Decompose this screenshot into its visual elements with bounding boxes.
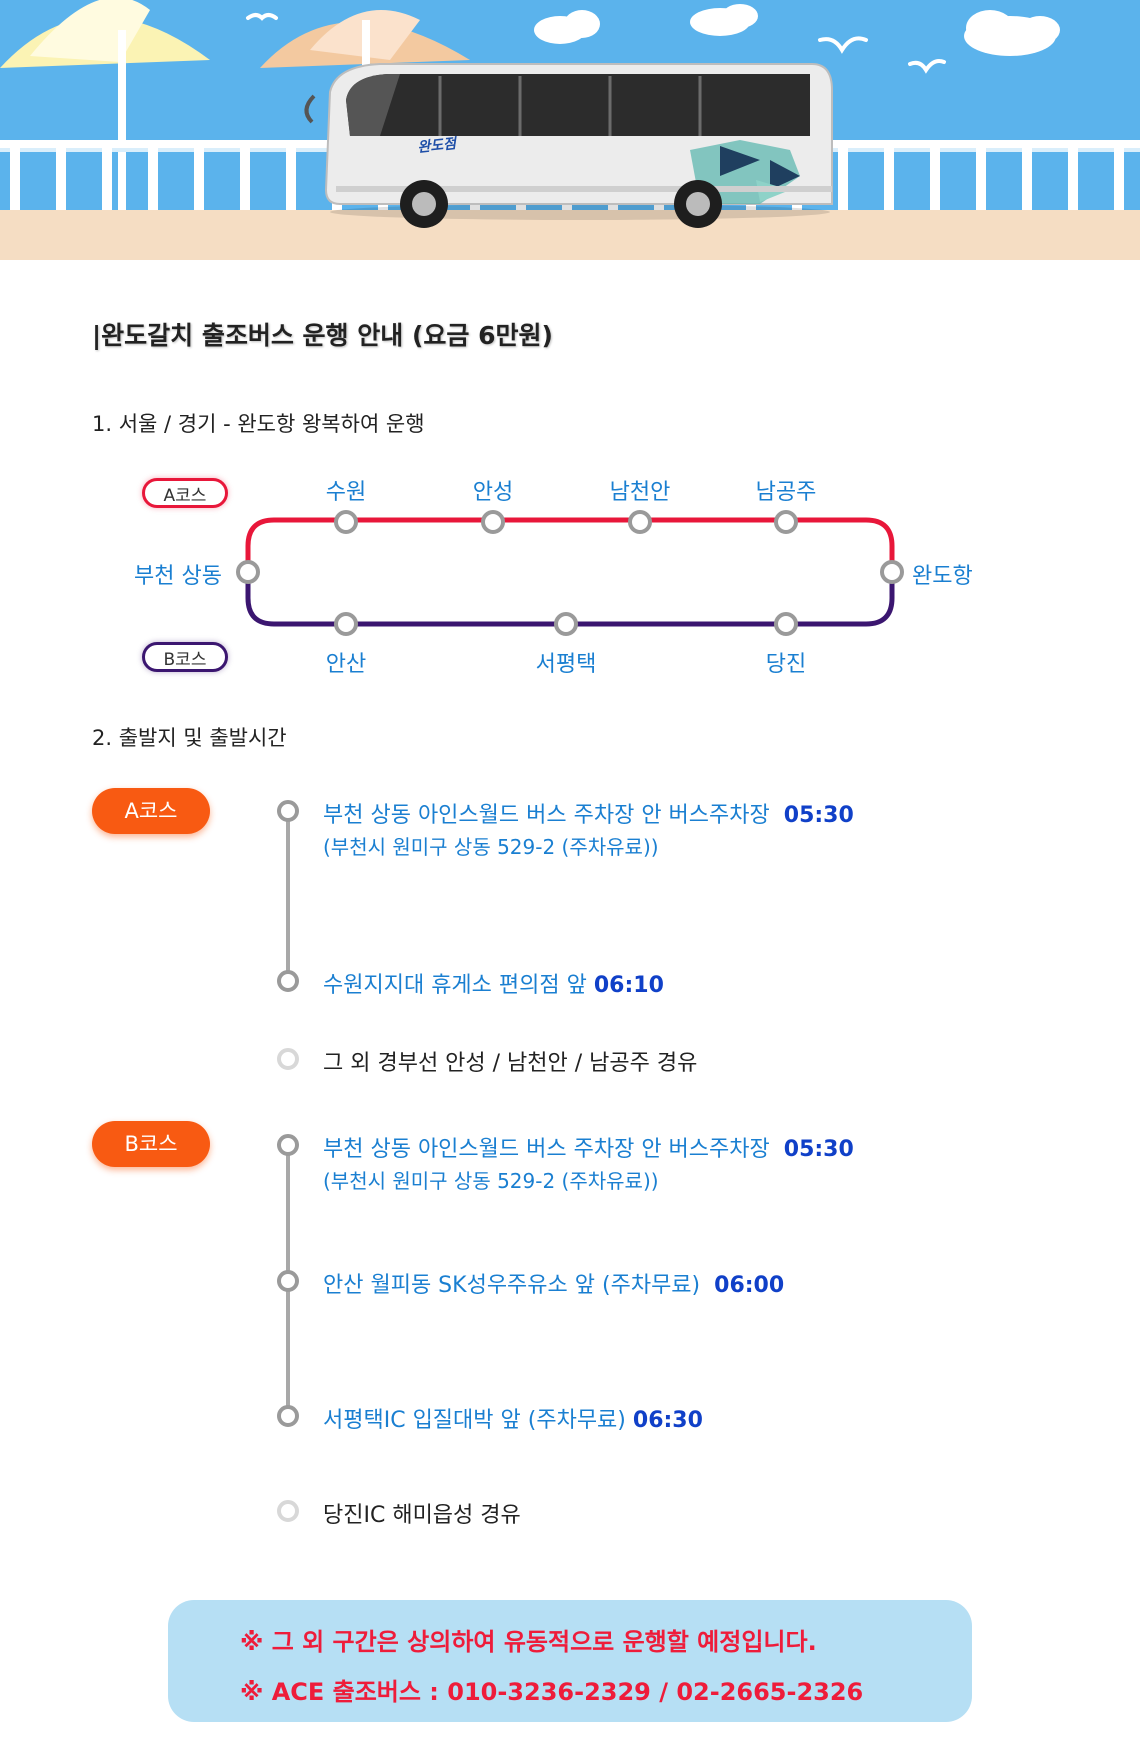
- route-node: [628, 510, 652, 534]
- route-stop-a: 수원: [325, 480, 367, 505]
- route-line-a: [245, 517, 895, 572]
- departure-time: 06:00: [714, 1273, 785, 1298]
- route-node: [481, 510, 505, 534]
- timeline-node: [277, 1405, 299, 1427]
- timeline-node: [277, 1048, 299, 1070]
- bus-icon: [304, 63, 833, 228]
- departure-time: 05:30: [783, 1137, 854, 1162]
- notice-box: ※ 그 외 구간은 상의하여 유동적으로 운행할 예정입니다. ※ ACE 출조…: [168, 1600, 972, 1722]
- route-map: [236, 510, 904, 636]
- route-end: 완도항: [912, 564, 973, 589]
- route-stop-b: 서평택: [535, 652, 597, 677]
- notice-contact: ※ ACE 출조버스 : 010-3236-2329 / 02-2665-232…: [240, 1678, 864, 1706]
- departure-via: 그 외 경부선 안성 / 남천안 / 남공주 경유: [323, 1051, 698, 1076]
- route-stop-a: 남천안: [609, 480, 671, 505]
- departure-stop: 안산 월피동 SK성우주유소 앞 (주차무료) 06:00: [323, 1273, 785, 1298]
- departure-heading: 2. 출발지 및 출발시간: [92, 726, 287, 750]
- route-stop-b: 당진: [765, 652, 807, 677]
- timeline-node: [277, 1270, 299, 1292]
- route-stop-a: 남공주: [755, 480, 817, 505]
- timeline-node: [277, 1500, 299, 1522]
- route-node: [554, 612, 578, 636]
- timeline-node: [277, 1134, 299, 1156]
- page-title: |완도갈치 출조버스 운행 안내 (요금 6만원): [92, 321, 553, 350]
- notice-line: ※ 그 외 구간은 상의하여 유동적으로 운행할 예정입니다.: [240, 1628, 817, 1656]
- route-node: [334, 612, 358, 636]
- departure-address: (부천시 원미구 상동 529-2 (주차유료)): [323, 1169, 659, 1193]
- departure-stop: 부천 상동 아인스월드 버스 주차장 안 버스주차장 05:30: [323, 1137, 854, 1162]
- hero-illustration: 완도점: [0, 0, 1140, 260]
- route-node: [334, 510, 358, 534]
- course-a-badge: A코스: [142, 478, 228, 508]
- course-b-badge: B코스: [142, 642, 228, 672]
- departure-address: (부천시 원미구 상동 529-2 (주차유료)): [323, 835, 659, 859]
- parasol-icon: [0, 0, 470, 220]
- route-heading: 1. 서울 / 경기 - 완도항 왕복하여 운행: [92, 412, 425, 436]
- route-stop-a: 안성: [472, 480, 514, 505]
- route-node: [774, 510, 798, 534]
- bus-label: 완도점: [417, 136, 459, 156]
- hero-banner: 완도점: [0, 0, 1140, 260]
- route-start: 부천 상동: [134, 564, 222, 589]
- departure-time: 05:30: [783, 803, 854, 828]
- departure-time: 06:10: [593, 973, 664, 998]
- departure-via: 당진IC 해미읍성 경유: [323, 1503, 521, 1528]
- departure-course-a-badge: A코스: [92, 788, 210, 834]
- cloud-icon: [534, 4, 1060, 56]
- seagull-icon: [246, 13, 946, 74]
- route-node: [236, 560, 260, 584]
- departure-stop: 서평택IC 입질대박 앞 (주차무료) 06:30: [323, 1408, 703, 1433]
- departure-course-b-badge: B코스: [92, 1121, 210, 1167]
- route-stop-b: 안산: [325, 652, 367, 677]
- departure-time: 06:30: [632, 1408, 703, 1433]
- departure-stop: 수원지지대 휴게소 편의점 앞 06:10: [323, 973, 664, 998]
- timeline-node: [277, 970, 299, 992]
- timeline-a: [286, 820, 290, 980]
- timeline-node: [277, 800, 299, 822]
- departure-stop: 부천 상동 아인스월드 버스 주차장 안 버스주차장 05:30: [323, 803, 854, 828]
- route-node: [774, 612, 798, 636]
- route-node: [880, 560, 904, 584]
